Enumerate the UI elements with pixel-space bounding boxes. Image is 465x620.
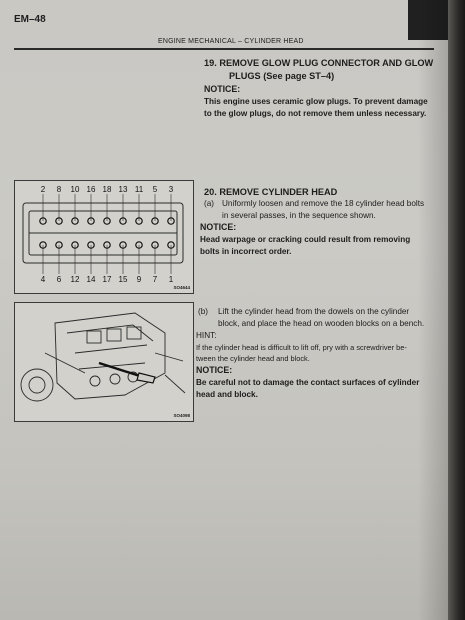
step-20-hint-line1: If the cylinder head is difficult to lif… bbox=[196, 343, 407, 352]
bolt-number-top: 10 bbox=[71, 185, 80, 194]
step-20a-marker: (a) bbox=[204, 199, 215, 208]
bolt-number-top: 18 bbox=[103, 185, 112, 194]
step-20-notice-label: NOTICE: bbox=[200, 222, 237, 232]
cylinder-head-illustration: 2 8 10 16 18 13 11 5 3 4 6 12 14 17 15 9 7 1 bbox=[22, 185, 184, 284]
step-20-notice-line2: bolts in incorrect order. bbox=[200, 247, 292, 256]
bolt-number-top: 2 bbox=[41, 185, 46, 194]
bolt-number-bottom: 4 bbox=[41, 275, 46, 284]
page-number: EM–48 bbox=[14, 14, 46, 25]
page-edge-shadow bbox=[448, 0, 465, 620]
step-20-title: 20. REMOVE CYLINDER HEAD bbox=[204, 187, 338, 197]
figure-code: SO4644 bbox=[173, 285, 190, 290]
binder-corner-shadow bbox=[408, 0, 448, 40]
step-20b-line1: Lift the cylinder head from the dowels o… bbox=[218, 307, 410, 316]
running-head: ENGINE MECHANICAL – CYLINDER HEAD bbox=[158, 38, 304, 45]
step-20-notice2-label: NOTICE: bbox=[196, 365, 233, 375]
bolt-number-bottom: 17 bbox=[103, 275, 112, 284]
lift-head-figure: SO4098 bbox=[14, 302, 194, 422]
step-20b-marker: (b) bbox=[198, 307, 209, 316]
step-20-notice-line1: Head warpage or cracking could result fr… bbox=[200, 235, 411, 244]
step-20-notice2-line1: Be careful not to damage the contact sur… bbox=[196, 378, 420, 387]
bolt-number-bottom: 1 bbox=[169, 275, 174, 284]
bolt-number-top: 11 bbox=[135, 185, 144, 194]
header-rule bbox=[14, 48, 434, 50]
engine-illustration bbox=[20, 312, 186, 402]
step-20a-line1: Uniformly loosen and remove the 18 cylin… bbox=[222, 199, 425, 208]
bolt-number-top: 13 bbox=[119, 185, 128, 194]
manual-page: EM–48 ENGINE MECHANICAL – CYLINDER HEAD … bbox=[0, 0, 448, 620]
figure-code: SO4098 bbox=[173, 413, 190, 418]
step-19-notice-line2: to the glow plugs, do not remove them un… bbox=[204, 109, 427, 118]
bolt-number-top: 16 bbox=[87, 185, 96, 194]
bolt-number-bottom: 7 bbox=[153, 275, 158, 284]
bolt-number-bottom: 6 bbox=[57, 275, 62, 284]
step-19-title: 19. REMOVE GLOW PLUG CONNECTOR AND GLOW bbox=[204, 58, 434, 68]
bolt-number-bottom: 14 bbox=[87, 275, 96, 284]
bolt-number-bottom: 12 bbox=[71, 275, 80, 284]
bolt-number-top: 8 bbox=[57, 185, 62, 194]
step-20a-line2: in several passes, in the sequence shown… bbox=[222, 211, 376, 220]
step-19-title-cont: PLUGS (See page ST–4) bbox=[229, 71, 335, 81]
step-20-hint-line2: tween the cylinder head and block. bbox=[196, 354, 310, 363]
step-20-hint-label: HINT: bbox=[196, 331, 217, 340]
bolt-number-top: 3 bbox=[169, 185, 174, 194]
bolt-number-bottom: 9 bbox=[137, 275, 142, 284]
bolt-number-top: 5 bbox=[153, 185, 158, 194]
step-20b-line2: block, and place the head on wooden bloc… bbox=[218, 319, 425, 328]
step-19-notice-label: NOTICE: bbox=[204, 84, 241, 94]
bolt-number-bottom: 15 bbox=[119, 275, 128, 284]
step-20-notice2-line2: head and block. bbox=[196, 390, 258, 399]
step-19-notice-line1: This engine uses ceramic glow plugs. To … bbox=[204, 97, 428, 106]
bolt-sequence-figure: 2 8 10 16 18 13 11 5 3 4 6 12 14 17 15 9 7 1 SO4644 bbox=[14, 180, 194, 294]
